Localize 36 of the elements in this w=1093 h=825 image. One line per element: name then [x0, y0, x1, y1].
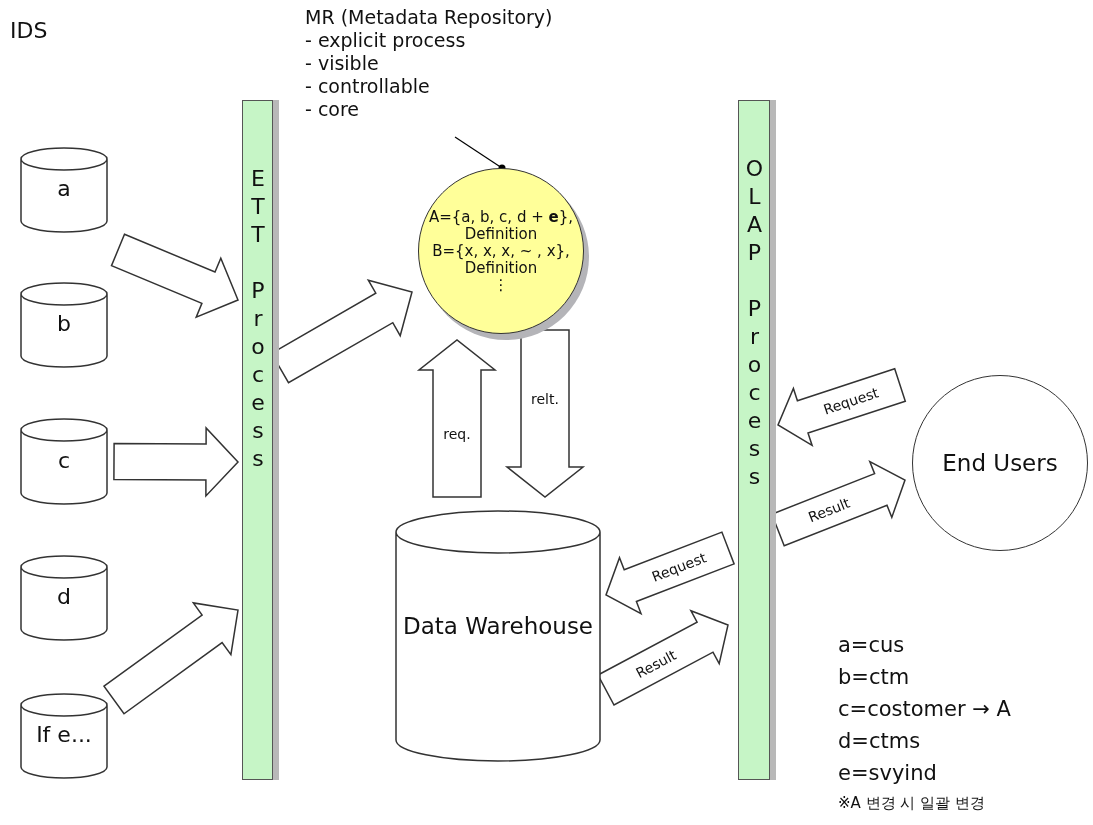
database-cylinder: [20, 693, 108, 779]
note-text: c=costomer → A: [838, 697, 1011, 721]
node-label: End Users: [942, 450, 1058, 476]
node-label: Definition: [464, 259, 538, 277]
note-text: ※A 변경 시 일괄 변경: [838, 794, 985, 813]
note-text: - visible: [305, 52, 379, 75]
database-cylinder: [20, 418, 108, 505]
node-label: If e...: [35, 721, 93, 747]
block-arrow: [110, 233, 239, 319]
database-cylinder: [395, 510, 601, 762]
node-label: Data Warehouse: [401, 612, 595, 639]
database-cylinder: [20, 147, 108, 233]
note-text: - controllable: [305, 75, 430, 98]
node-label: B={x, x, x, ~ , x},: [432, 242, 570, 260]
node-label: b: [56, 310, 72, 336]
node-label: c: [56, 447, 72, 473]
note-text: d=ctms: [838, 729, 921, 753]
node-label: a: [56, 175, 72, 201]
note-text: a=cus: [838, 633, 905, 657]
node-label: Definition: [464, 225, 538, 243]
database-cylinder: [20, 282, 108, 368]
note-text: b=ctm: [838, 665, 910, 689]
note-text: e=svyind: [838, 761, 937, 785]
node-label: ⋮: [493, 276, 509, 294]
node-label: d: [56, 583, 72, 609]
block-arrow: [504, 329, 586, 498]
vertical-label: OLAP Process: [743, 156, 765, 494]
database-cylinder: [20, 555, 108, 641]
note-text: MR (Metadata Repository): [305, 6, 553, 29]
note-text: - explicit process: [305, 29, 466, 52]
node-label: A={a, b, c, d + e},: [428, 208, 574, 226]
block-arrow: [113, 426, 240, 498]
note-text: - core: [305, 98, 360, 121]
block-arrow: [102, 601, 239, 715]
vertical-label: ETT Process: [246, 166, 269, 476]
note-text: IDS: [10, 18, 48, 43]
